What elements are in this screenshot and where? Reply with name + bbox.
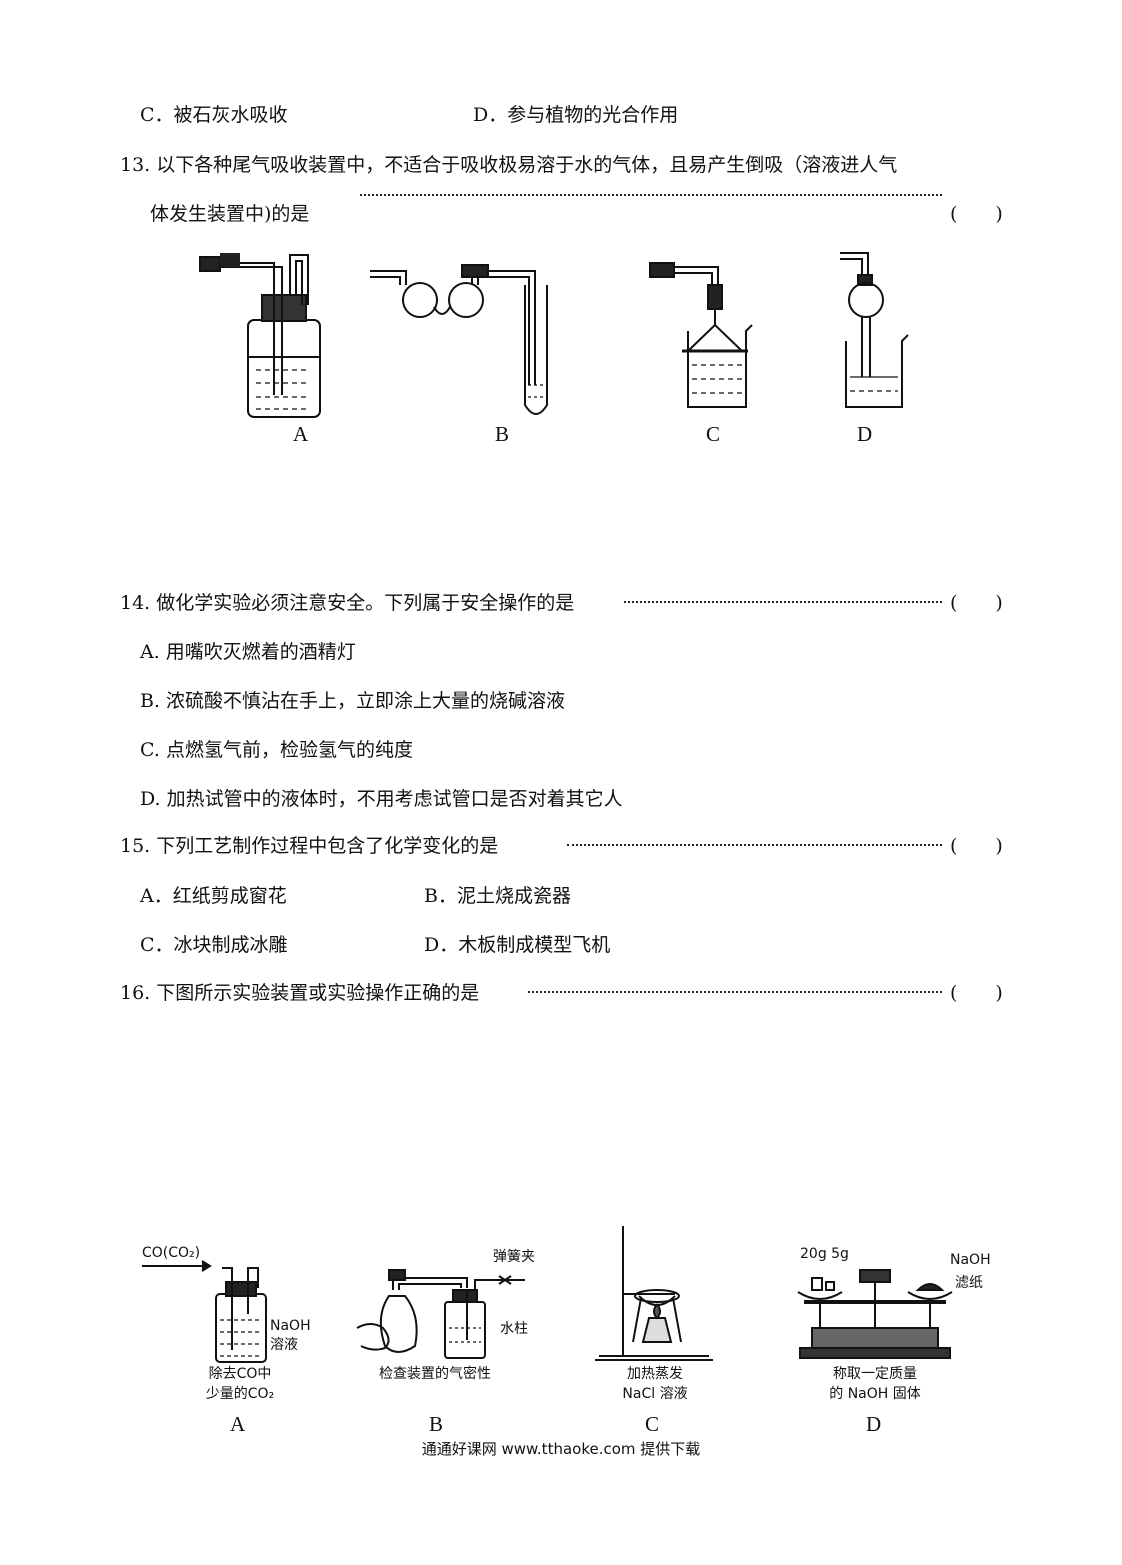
page-footer: 通通好课网 www.tthaoke.com 提供下载 — [421, 1440, 701, 1458]
fig16c-caption-1: 加热蒸发 — [627, 1366, 683, 1382]
q14-stem: 14. 做化学实验必须注意安全。下列属于安全操作的是 — [120, 592, 575, 614]
q12-option-d: D．参与植物的光合作用 — [473, 104, 679, 126]
fig16d-label: D — [866, 1412, 882, 1436]
q13-stem-line1: 13. 以下各种尾气吸收装置中，不适合于吸收极易溶于水的气体，且易产生倒吸（溶液… — [120, 154, 898, 176]
fig16b-clamp-label: 弹簧夹 — [493, 1249, 535, 1265]
q13-fig-label-b: B — [495, 422, 510, 446]
q15-option-c: C．冰块制成冰雕 — [140, 934, 288, 956]
q14-option-c: C. 点燃氢气前，检验氢气的纯度 — [140, 739, 413, 761]
q14-answer-paren: ( ) — [950, 592, 1003, 614]
fig16a-label: A — [230, 1412, 246, 1436]
fig16d-caption-1: 称取一定质量 — [833, 1366, 917, 1382]
apparatus-a-bottle — [199, 253, 321, 418]
q12-option-c: C．被石灰水吸收 — [140, 104, 288, 126]
q16-stem: 16. 下图所示实验装置或实验操作正确的是 — [120, 982, 480, 1004]
q13-fig-label-a: A — [293, 422, 309, 446]
q14-option-a: A. 用嘴吹灭燃着的酒精灯 — [140, 641, 356, 663]
q15-option-b: B．泥土烧成瓷器 — [424, 885, 571, 907]
fig16a-reagent-2: 溶液 — [270, 1337, 298, 1353]
q13-answer-paren: ( ) — [950, 203, 1003, 225]
q16-answer-paren: ( ) — [950, 982, 1003, 1004]
q14-leader-dots — [624, 601, 942, 603]
q13-fig-label-c: C — [706, 422, 721, 446]
fig16a-gas-label: CO(CO₂) — [142, 1245, 201, 1261]
q15-answer-paren: ( ) — [950, 835, 1003, 857]
q15-option-a: A．红纸剪成窗花 — [140, 885, 287, 907]
fig16c-evaporation — [595, 1226, 713, 1361]
fig16a-bottle — [142, 1260, 267, 1363]
fig16a-caption-2: 少量的CO₂ — [205, 1386, 275, 1402]
q13-stem-line2: 体发生装置中)的是 — [150, 203, 310, 225]
q15-stem: 15. 下列工艺制作过程中包含了化学变化的是 — [120, 835, 499, 857]
q15-option-d: D．木板制成模型飞机 — [424, 934, 611, 956]
fig16d-weights-label: 20g 5g — [800, 1246, 849, 1262]
q13-leader-dots — [360, 194, 942, 196]
fig16b-caption: 检查装置的气密性 — [379, 1366, 491, 1382]
fig16b-airtightness — [356, 1269, 525, 1359]
fig16a-caption-1: 除去CO中 — [208, 1366, 272, 1382]
fig16b-water-label: 水柱 — [500, 1321, 528, 1337]
apparatus-c-funnel-beaker — [649, 262, 753, 408]
fig16c-caption-2: NaCl 溶液 — [622, 1386, 688, 1402]
apparatus-d-bulb-beaker — [840, 252, 909, 408]
q15-leader-dots — [567, 844, 942, 846]
apparatus-b-bulbs-tube — [370, 264, 548, 415]
fig16d-reagent-label: NaOH — [950, 1252, 991, 1268]
fig16d-paper-label: 滤纸 — [955, 1275, 983, 1291]
fig16d-caption-2: 的 NaOH 固体 — [829, 1386, 921, 1402]
fig16b-label: B — [429, 1412, 444, 1436]
fig16c-label: C — [645, 1412, 660, 1436]
fig16a-reagent-1: NaOH — [270, 1318, 311, 1334]
q14-option-d: D. 加热试管中的液体时，不用考虑试管口是否对着其它人 — [140, 788, 623, 810]
q14-option-b: B. 浓硫酸不慎沾在手上，立即涂上大量的烧碱溶液 — [140, 690, 566, 712]
q16-leader-dots — [528, 991, 942, 993]
q13-fig-label-d: D — [857, 422, 873, 446]
q13-figure — [199, 252, 909, 418]
fig16d-balance — [797, 1269, 953, 1359]
